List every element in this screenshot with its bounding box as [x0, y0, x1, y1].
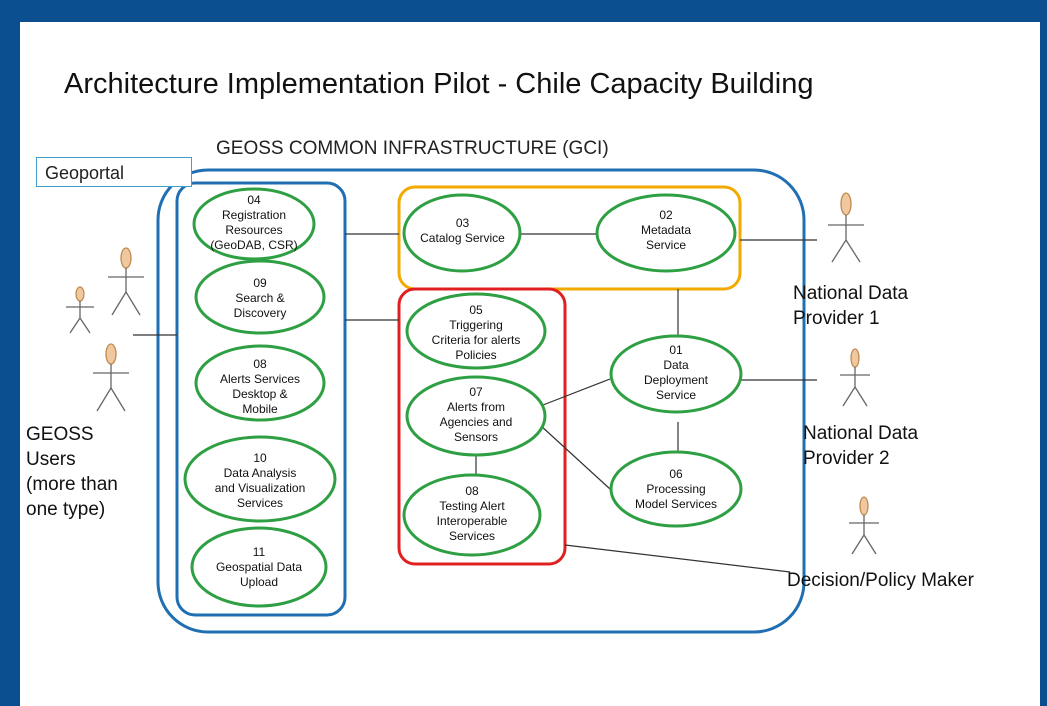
user-actor-tall [108, 247, 144, 316]
node-10-data-analysis: 10 Data Analysis and Visualization Servi… [214, 451, 306, 510]
node-07-alerts-agencies: 07 Alerts from Agencies and Sensors [439, 385, 513, 444]
node-08-testing-ellipse [402, 473, 542, 557]
geoss-users-label: GEOSS Users (more than one type) [26, 424, 118, 520]
connector-alerts-processing [539, 424, 611, 490]
node-02-metadata-ellipse [595, 193, 737, 273]
node-06-processing-ellipse [609, 450, 743, 528]
node-11-upload-ellipse [190, 526, 328, 608]
frame-left-bar [0, 0, 20, 706]
node-09-search: 09 Search & Discovery [233, 276, 287, 320]
catalog-group [397, 185, 742, 291]
node-04-registration: 04 Registration Resources (GeoDAB, CSR) [210, 193, 298, 252]
user-actor-front [93, 343, 129, 412]
node-01-deployment-ellipse [609, 334, 743, 414]
node-05-triggering: 05 Triggering Criteria for alerts Polici… [431, 303, 521, 362]
connector-red-decision [564, 544, 791, 573]
alerts-group [397, 287, 567, 566]
connector-alerts-deployment [542, 378, 611, 406]
node-03-catalog: 03 Catalog Service [420, 216, 505, 245]
node-11-upload: 11 Geospatial Data Upload [215, 545, 303, 589]
frame-right-bar [1040, 0, 1047, 706]
node-03-catalog-ellipse [402, 193, 522, 273]
page-title: Architecture Implementation Pilot - Chil… [64, 68, 814, 100]
gci-label: GEOSS COMMON INFRASTRUCTURE (GCI) [216, 138, 609, 159]
node-04-registration-ellipse [192, 187, 316, 261]
node-06-processing: 06 Processing Model Services [634, 467, 718, 511]
decision-maker-actor [849, 496, 879, 555]
provider2-actor [840, 348, 870, 407]
node-01-deployment: 01 Data Deployment Service [643, 343, 709, 402]
node-08-alerts-services-ellipse [194, 344, 326, 422]
provider1-actor [828, 192, 864, 263]
user-actor-small [66, 286, 94, 334]
node-08-alerts-services: 08 Alerts Services Desktop & Mobile [219, 357, 301, 416]
frame-top-bar [0, 0, 1047, 22]
node-07-alerts-agencies-ellipse [405, 375, 547, 457]
node-05-triggering-ellipse [405, 292, 547, 370]
provider1-label: National Data Provider 1 [793, 283, 909, 329]
geoportal-label: Geoportal [36, 157, 192, 187]
geoportal-group [175, 181, 347, 617]
node-02-metadata: 02 Metadata Service [640, 208, 692, 252]
gci-boundary [156, 168, 806, 634]
provider2-label: National Data Provider 2 [803, 423, 919, 469]
node-10-data-analysis-ellipse [183, 435, 337, 523]
node-08-testing: 08 Testing Alert Interoperable Services [436, 484, 508, 543]
node-09-search-ellipse [194, 259, 326, 335]
decision-maker-label: Decision/Policy Maker [787, 570, 974, 591]
